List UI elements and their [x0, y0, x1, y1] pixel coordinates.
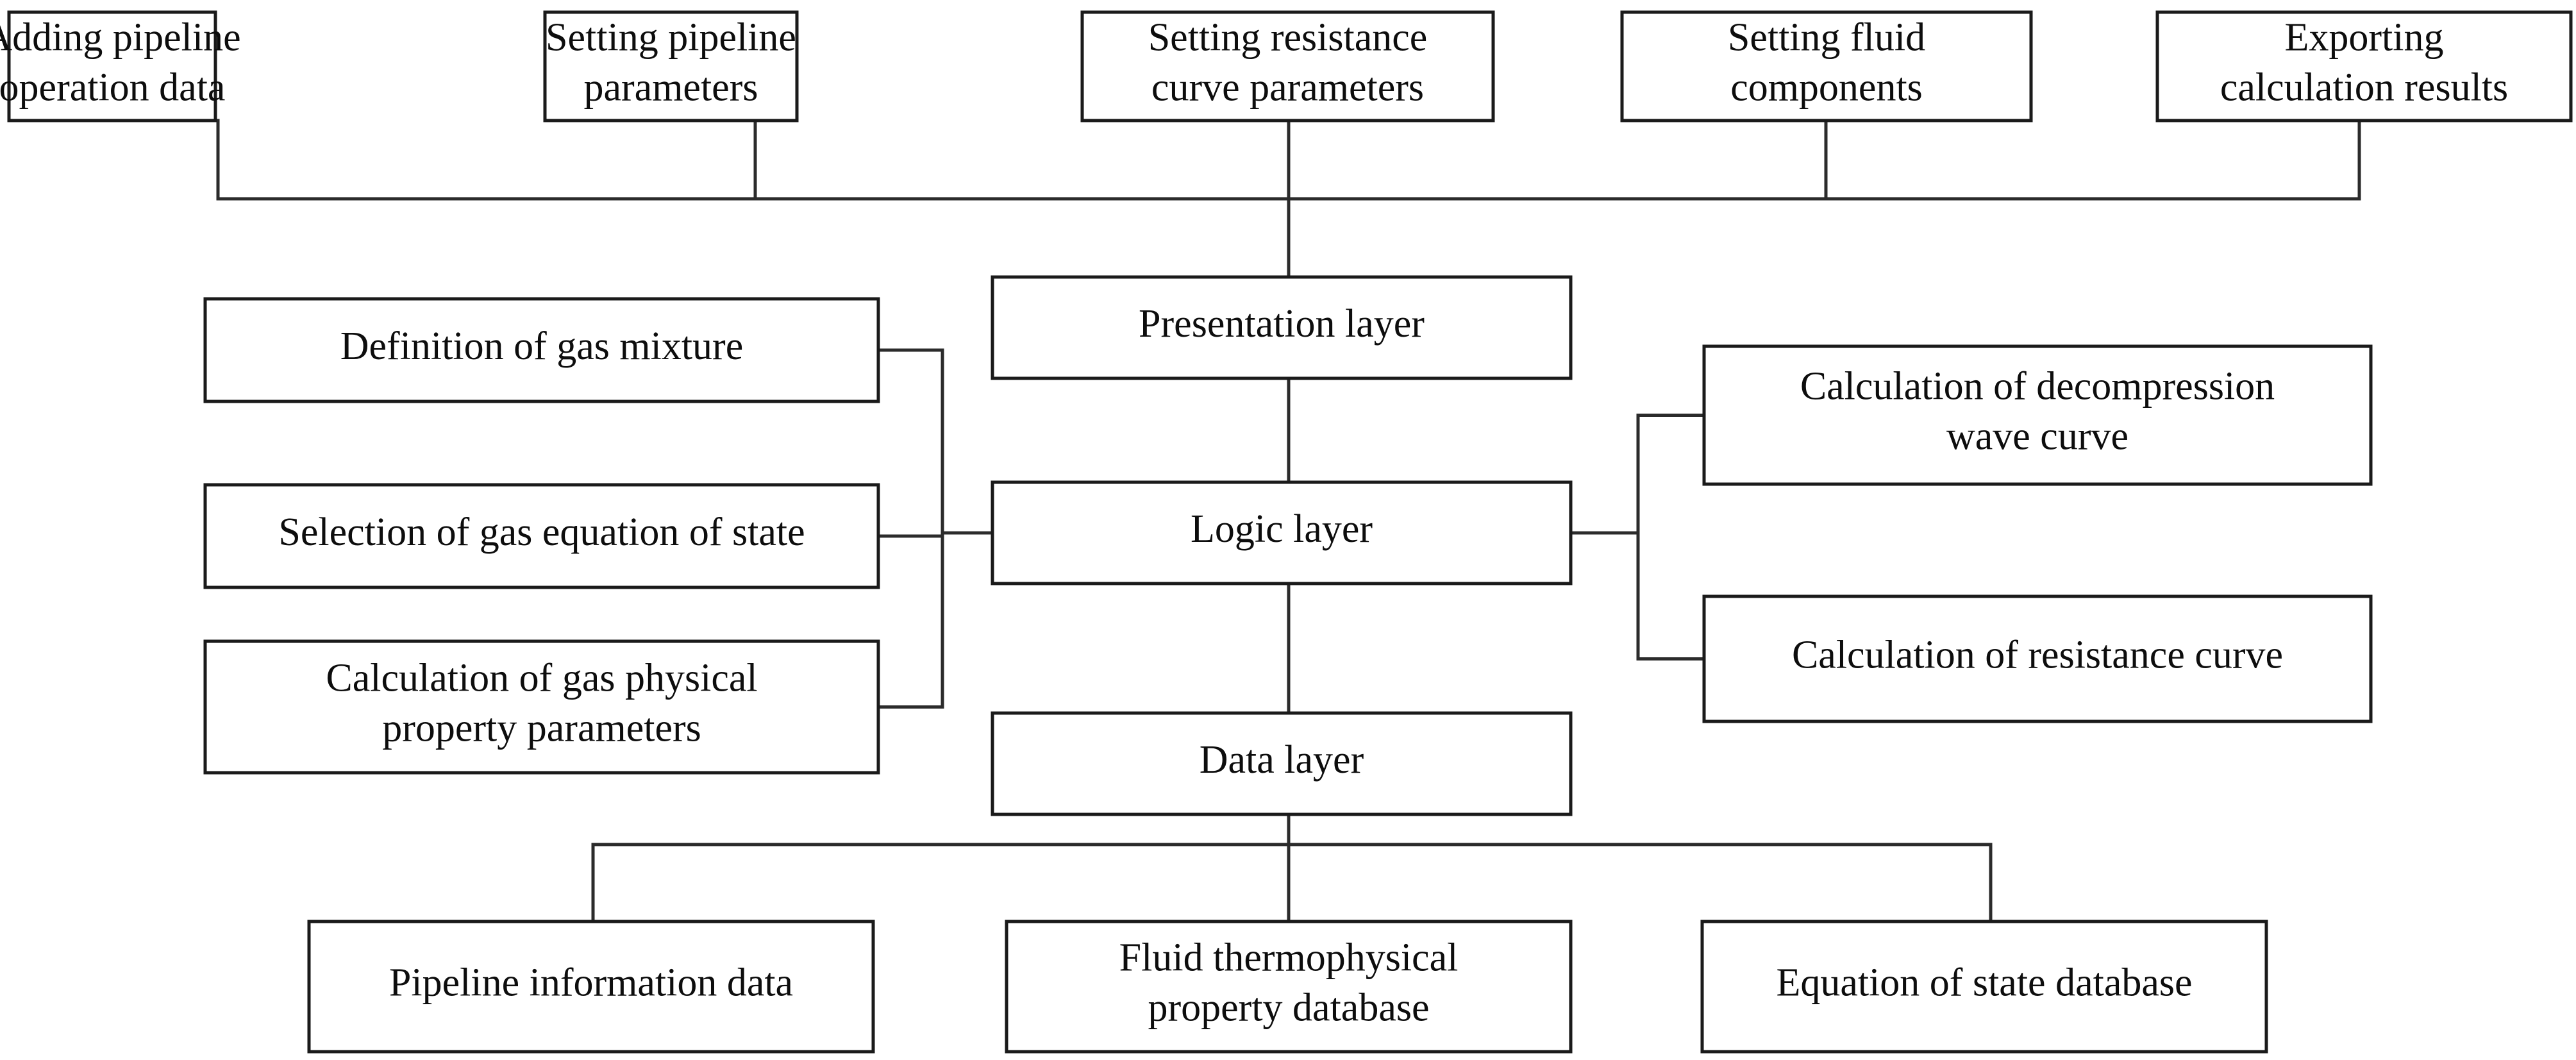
- node-box-adding-pipeline-operation-data[interactable]: [7, 10, 217, 122]
- node-exporting-calculation-results[interactable]: Exporting calculation results: [2155, 10, 2573, 122]
- node-label-fluid-thermophysical-property-database-line2: property database: [1148, 986, 1430, 1030]
- node-box-setting-fluid-components[interactable]: [1620, 10, 2033, 122]
- node-label-calculation-of-gas-physical-property-parameters-line2: property parameters: [382, 707, 701, 750]
- node-box-logic-layer[interactable]: [991, 480, 1573, 585]
- node-box-equation-of-state-database[interactable]: [1700, 920, 2268, 1054]
- node-pipeline-information-data[interactable]: Pipeline information data: [307, 920, 875, 1054]
- node-box-calculation-of-decompression-wave-curve[interactable]: [1702, 344, 2373, 486]
- node-calculation-of-decompression-wave-curve[interactable]: Calculation of decompression wave curve: [1702, 344, 2373, 486]
- node-box-presentation-layer[interactable]: [991, 275, 1573, 380]
- node-box-selection-of-gas-equation-of-state[interactable]: [203, 483, 880, 589]
- node-label-selection-of-gas-equation-of-state: Selection of gas equation of state: [278, 510, 805, 554]
- node-setting-pipeline-parameters[interactable]: Setting pipeline parameters: [543, 10, 799, 122]
- node-setting-fluid-components[interactable]: Setting fluid components: [1620, 10, 2033, 122]
- node-definition-of-gas-mixture[interactable]: Definition of gas mixture: [203, 297, 880, 403]
- node-label-calculation-of-resistance-curve: Calculation of resistance curve: [1792, 634, 2283, 677]
- node-calculation-of-gas-physical-property-parameters[interactable]: Calculation of gas physical property para…: [203, 639, 880, 775]
- node-label-pipeline-information-data: Pipeline information data: [389, 961, 793, 1005]
- node-box-pipeline-information-data[interactable]: [307, 920, 875, 1054]
- node-box-fluid-thermophysical-property-database[interactable]: [1005, 920, 1573, 1054]
- node-label-data-layer: Data layer: [1200, 738, 1364, 782]
- node-label-calculation-of-decompression-wave-curve-line1: Calculation of decompression: [1800, 365, 2275, 408]
- node-box-data-layer[interactable]: [991, 711, 1573, 816]
- node-presentation-layer[interactable]: Presentation layer: [991, 275, 1573, 380]
- node-setting-resistance-curve-parameters[interactable]: Setting resistance curve parameters: [1080, 10, 1495, 122]
- node-label-setting-resistance-curve-parameters-line1: Setting resistance: [1148, 16, 1428, 60]
- node-box-setting-pipeline-parameters[interactable]: [543, 10, 799, 122]
- node-label-setting-fluid-components-line2: components: [1730, 66, 1923, 110]
- node-box-setting-resistance-curve-parameters[interactable]: [1080, 10, 1495, 122]
- node-box-calculation-of-gas-physical-property-parameters[interactable]: [203, 639, 880, 775]
- node-label-exporting-calculation-results-line1: Exporting: [2285, 16, 2444, 60]
- node-label-setting-fluid-components-line1: Setting fluid: [1728, 16, 1925, 60]
- node-logic-layer[interactable]: Logic layer: [991, 480, 1573, 585]
- node-selection-of-gas-equation-of-state[interactable]: Selection of gas equation of state: [203, 483, 880, 589]
- node-label-exporting-calculation-results-line2: calculation results: [2220, 66, 2508, 110]
- node-calculation-of-resistance-curve[interactable]: Calculation of resistance curve: [1702, 594, 2373, 723]
- node-layer: Adding pipeline operation data Setting pip…: [0, 10, 2573, 1054]
- node-adding-pipeline-operation-data[interactable]: Adding pipeline operation data: [0, 10, 241, 122]
- node-label-logic-layer: Logic layer: [1191, 507, 1373, 551]
- node-label-presentation-layer: Presentation layer: [1139, 302, 1425, 346]
- node-label-setting-pipeline-parameters-line1: Setting pipeline: [546, 16, 796, 60]
- node-box-exporting-calculation-results[interactable]: [2155, 10, 2573, 122]
- node-label-setting-resistance-curve-parameters-line2: curve parameters: [1151, 66, 1424, 110]
- node-label-adding-pipeline-operation-data-line1: Adding pipeline: [0, 16, 241, 60]
- node-label-definition-of-gas-mixture: Definition of gas mixture: [340, 324, 743, 368]
- node-label-calculation-of-gas-physical-property-parameters-line1: Calculation of gas physical: [326, 657, 757, 700]
- node-data-layer[interactable]: Data layer: [991, 711, 1573, 816]
- node-box-definition-of-gas-mixture[interactable]: [203, 297, 880, 403]
- node-label-setting-pipeline-parameters-line2: parameters: [584, 66, 758, 110]
- node-equation-of-state-database[interactable]: Equation of state database: [1700, 920, 2268, 1054]
- node-label-equation-of-state-database: Equation of state database: [1776, 961, 2192, 1005]
- node-fluid-thermophysical-property-database[interactable]: Fluid thermophysical property database: [1005, 920, 1573, 1054]
- node-box-calculation-of-resistance-curve[interactable]: [1702, 594, 2373, 723]
- node-label-adding-pipeline-operation-data-line2: operation data: [0, 66, 225, 110]
- connector-layer: [216, 119, 2361, 923]
- node-label-fluid-thermophysical-property-database-line1: Fluid thermophysical: [1119, 936, 1459, 980]
- node-label-calculation-of-decompression-wave-curve-line2: wave curve: [1946, 415, 2129, 458]
